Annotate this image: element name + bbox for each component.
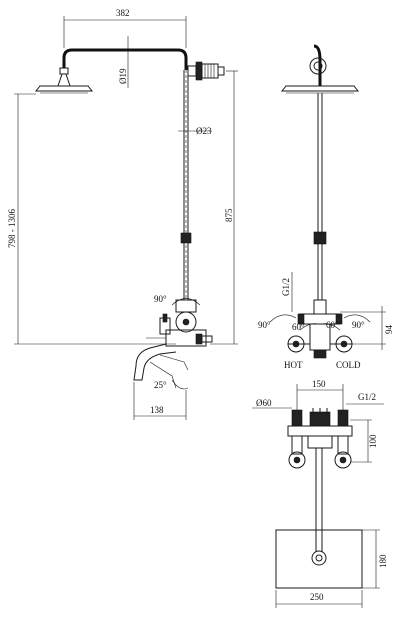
- wall-plate: [275, 529, 363, 589]
- mixer-body: [146, 299, 213, 347]
- front-riser-rail: [313, 93, 327, 300]
- side-view-dimensions: 382 Ø19 Ø23 798 - 1306 875 90° 25° 138: [7, 8, 238, 420]
- dim-rail-diameter: Ø23: [196, 126, 212, 136]
- dim-height-94: 94: [384, 325, 394, 335]
- dim-plate-height: 180: [378, 554, 388, 568]
- side-view: [34, 48, 225, 389]
- front-shower-head: [280, 44, 360, 94]
- dim-flange-diameter: Ø60: [256, 398, 272, 408]
- dim-arm-diameter: Ø19: [118, 68, 128, 84]
- dim-plate-width: 250: [310, 592, 324, 602]
- dim-handle-angle-inner-right: 60°: [326, 320, 339, 330]
- dim-height-100: 100: [368, 434, 378, 448]
- label-hot: HOT: [284, 360, 303, 370]
- dim-handle-angle-right: 90°: [352, 320, 365, 330]
- dim-handle-angle-left: 90°: [258, 320, 271, 330]
- dim-swivel-angle: 90°: [154, 294, 167, 304]
- riser-rail: [183, 70, 189, 300]
- wall-plate-dimensions: 250 180: [275, 529, 388, 608]
- dim-spout-angle: 25°: [154, 380, 167, 390]
- rail-clamp: [180, 232, 192, 244]
- overhead-arm: [62, 48, 188, 70]
- dim-total-height: 798 - 1306: [7, 209, 17, 248]
- bath-spout: [133, 343, 177, 381]
- dim-spout-length: 138: [150, 405, 164, 415]
- shower-head: [34, 67, 94, 94]
- swivel-arc-top: [171, 298, 201, 306]
- mixer-detail-view: [287, 408, 353, 566]
- dim-center-distance: 150: [312, 379, 326, 389]
- front-mixer: [287, 299, 353, 359]
- dim-thread-plan: G1/2: [358, 392, 376, 402]
- front-view: [269, 44, 371, 359]
- dim-arm-length: 382: [116, 8, 130, 18]
- dim-handle-angle-inner-left: 60°: [292, 322, 305, 332]
- top-wall-bracket: [187, 61, 225, 81]
- dim-thread-side: G1/2: [281, 278, 291, 296]
- front-view-dimensions: G1/2 90° 60° 60° 90° 94 HOT COLD: [258, 272, 394, 370]
- dim-rail-height: 875: [224, 208, 234, 222]
- label-cold: COLD: [336, 360, 361, 370]
- mixer-detail-dimensions: 150 Ø60 G1/2 100: [252, 379, 384, 463]
